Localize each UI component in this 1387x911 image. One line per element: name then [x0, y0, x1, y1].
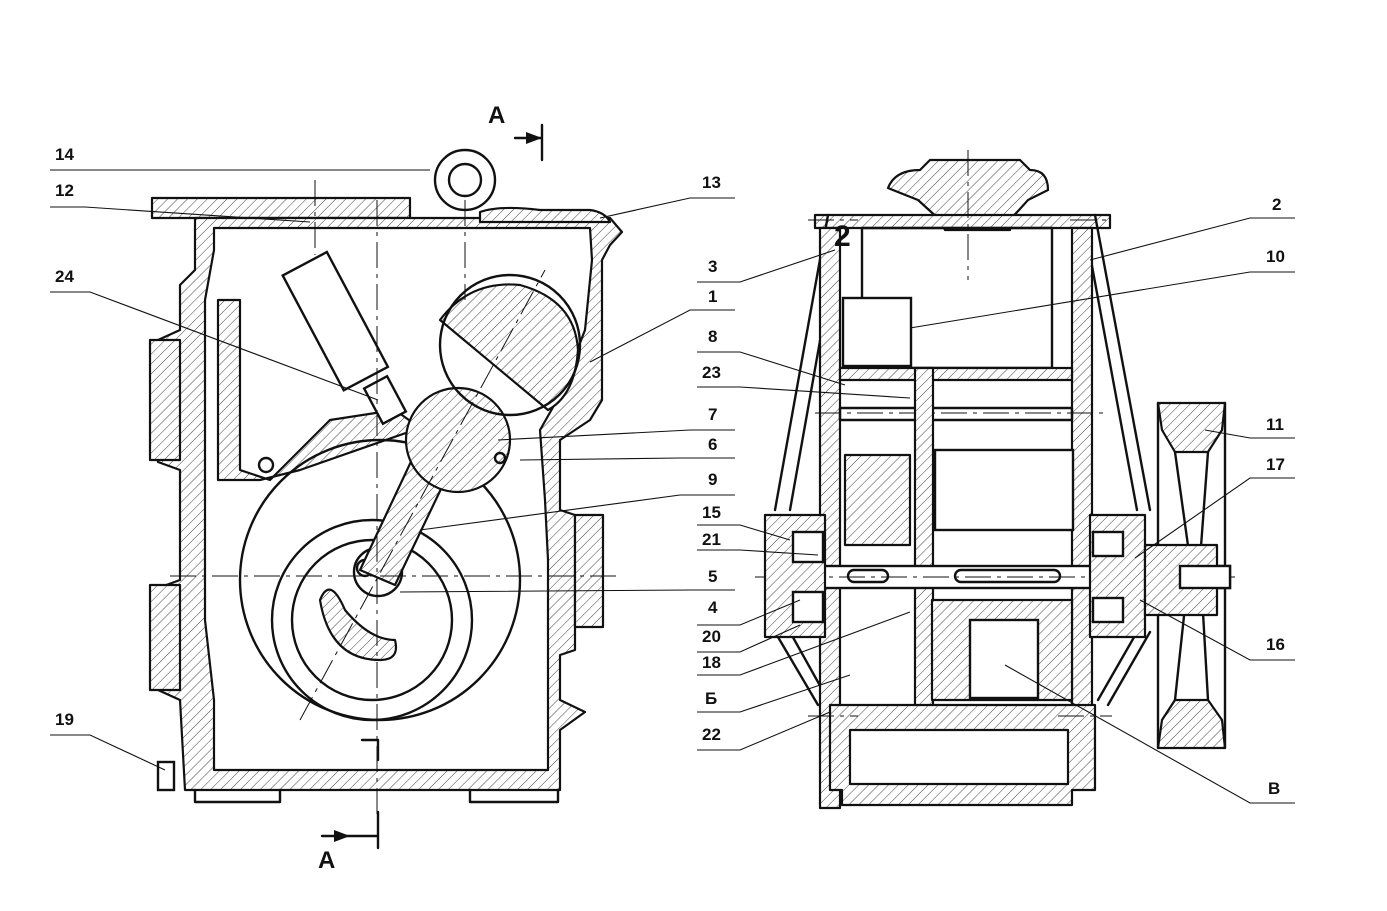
breather-cap [478, 206, 612, 224]
callout-2: 2 [1272, 195, 1281, 214]
callout-V-cyr: В [1268, 779, 1280, 798]
section-arrow-bottom [320, 738, 380, 850]
small-end [404, 386, 512, 494]
callouts-right: 3 23 15 21 20 18 Б 22 2 10 11 17 16 В [702, 195, 1285, 798]
keyway-left [846, 568, 890, 584]
callout-5: 5 [708, 567, 717, 586]
gear-block [843, 453, 912, 547]
bearing-left-cage [791, 530, 825, 564]
pin-right [493, 451, 507, 465]
callout-14: 14 [55, 145, 74, 164]
callout-17: 17 [1266, 455, 1285, 474]
callout-21: 21 [702, 530, 721, 549]
callouts-left: 14 12 24 19 13 1 8 7 6 9 5 4 [55, 145, 721, 729]
callout-15: 15 [702, 503, 721, 522]
bearing-right-cage-2 [1091, 596, 1125, 624]
plate-mid [838, 406, 1074, 422]
shaft-end [1178, 564, 1232, 590]
section-label-bottom: A [318, 847, 335, 874]
callout-1: 1 [708, 287, 717, 306]
rocker-circle [438, 273, 582, 417]
section-arrowhead-top [526, 132, 542, 144]
pin-left [257, 456, 275, 474]
cover-plate [150, 196, 412, 220]
left-boss-lower [148, 583, 182, 692]
eccentric-core [968, 618, 1040, 700]
rotor-block [933, 448, 1075, 532]
view-mark: 2 [834, 220, 851, 253]
section-label-top: A [488, 102, 505, 129]
callout-7: 7 [708, 405, 717, 424]
keyway-mid [953, 568, 1062, 584]
rocker-head [438, 283, 580, 412]
callout-3: 3 [708, 257, 717, 276]
pulley-lower [1156, 698, 1227, 750]
left-section-view: A A [148, 102, 624, 874]
block-10 [841, 296, 913, 368]
plate-upper [838, 366, 1074, 382]
inner-wall-right [1070, 226, 1094, 720]
callout-24: 24 [55, 267, 74, 286]
bearing-left-cage-2 [791, 590, 825, 624]
bearing-right-cage [1091, 530, 1125, 558]
right-base [828, 703, 1097, 807]
callout-19: 19 [55, 710, 74, 729]
callout-12: 12 [55, 181, 74, 200]
right-guard-lower [1096, 630, 1152, 707]
counterweight [318, 588, 398, 662]
right-side-view: 2 [755, 150, 1235, 810]
central-web [913, 366, 935, 710]
crank-disc-outer [270, 518, 474, 722]
callout-13: 13 [702, 173, 721, 192]
pulley-upper [1156, 401, 1227, 454]
callout-18: 18 [702, 653, 721, 672]
callout-22: 22 [702, 725, 721, 744]
right-top-frame [813, 213, 1112, 230]
callout-8: 8 [708, 327, 717, 346]
right-boss [573, 513, 605, 629]
callout-20: 20 [702, 627, 721, 646]
lifting-eye-inner [447, 162, 483, 198]
section-arrowhead-bottom [334, 830, 350, 842]
callout-6: 6 [708, 435, 717, 454]
callout-9: 9 [708, 470, 717, 489]
drain-plug [156, 760, 176, 792]
crank-disc-inner [290, 538, 454, 702]
callout-10: 10 [1266, 247, 1285, 266]
callout-4: 4 [708, 598, 718, 617]
housing-feet [193, 788, 560, 804]
right-guard [1083, 213, 1152, 512]
left-boss-upper [148, 338, 182, 462]
callout-11: 11 [1266, 415, 1284, 434]
axis-rod [299, 269, 546, 721]
callout-B-cyr: Б [705, 689, 717, 708]
callout-23: 23 [702, 363, 721, 382]
leader-lines [50, 169, 1295, 804]
callout-16: 16 [1266, 635, 1285, 654]
damper-body [281, 250, 390, 392]
